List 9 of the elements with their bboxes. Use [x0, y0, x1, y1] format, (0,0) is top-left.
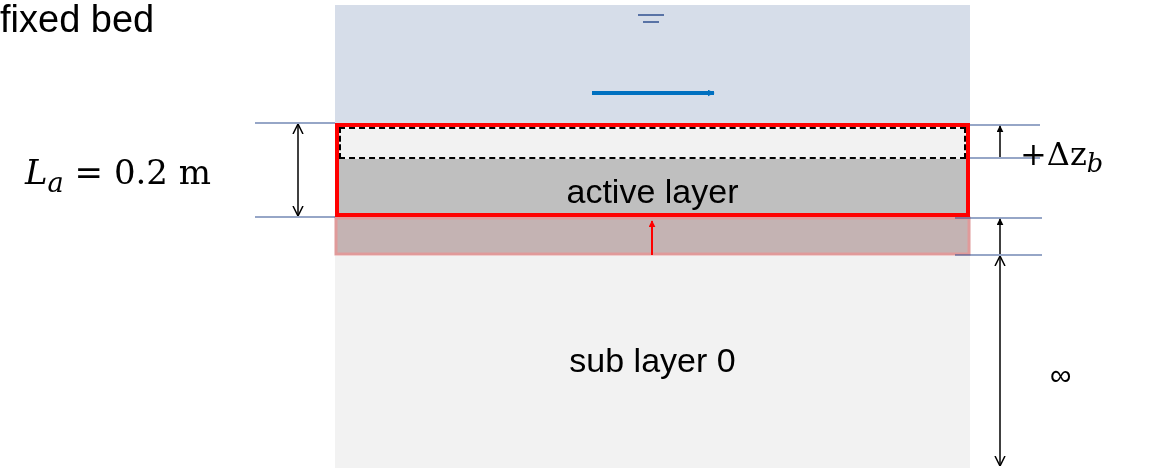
- layer-label: active layer: [566, 174, 739, 208]
- active-layer-band: [335, 123, 970, 217]
- sub-layer-band: [335, 256, 970, 468]
- bed-change-label: +Δz$_{b}$: [1020, 138, 1104, 177]
- title: fixed bed: [0, 0, 155, 38]
- deposition-region: [339, 127, 966, 159]
- layer-thickness-label: L$_{a}$ = 0.2 m: [25, 155, 212, 196]
- infinity-label: ∞: [1050, 360, 1072, 390]
- layer-label: sub layer 0: [569, 343, 736, 377]
